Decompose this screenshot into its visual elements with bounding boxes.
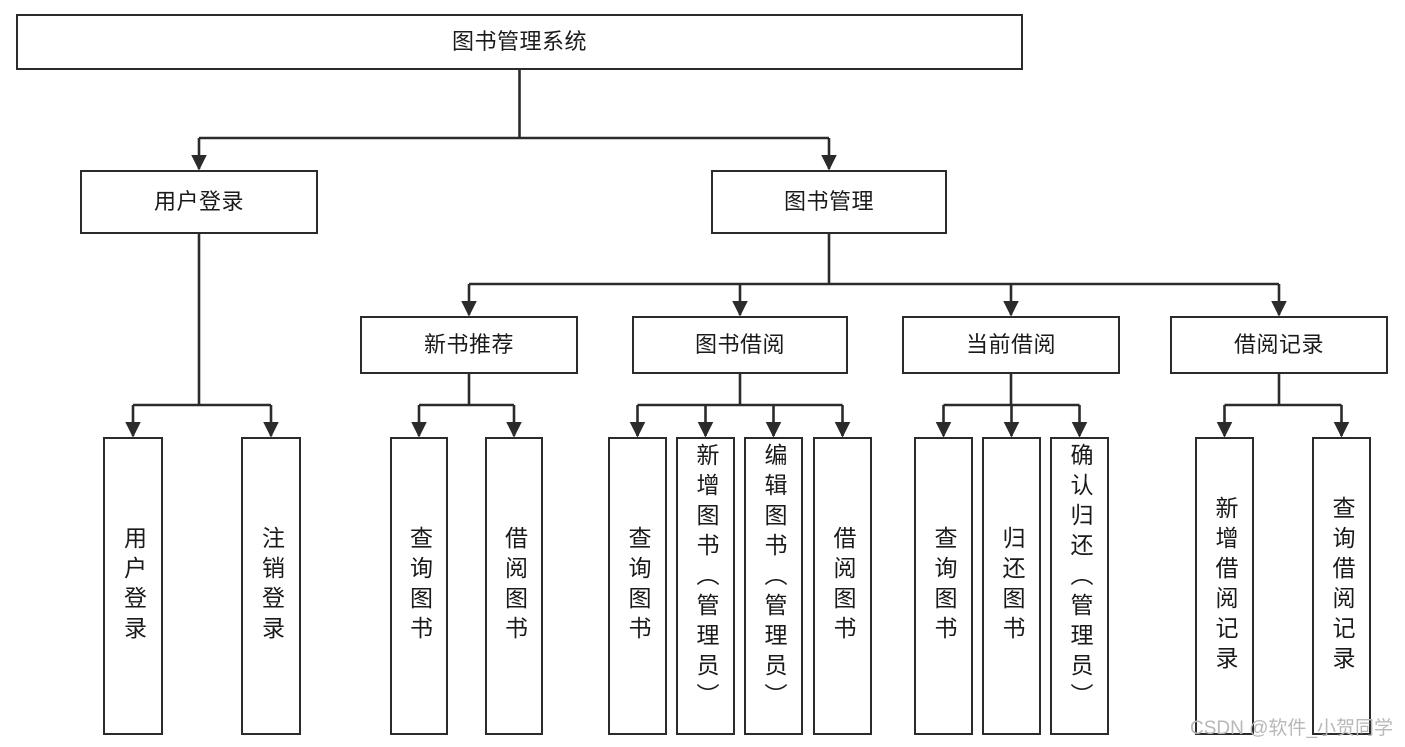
node-leaf-user-logout[interactable]: 注销登录 [241, 437, 301, 735]
node-label: 借阅图书 [501, 526, 528, 646]
node-label: 图书管理系统 [451, 29, 587, 54]
node-leaf-query-record[interactable]: 查询借阅记录 [1312, 437, 1371, 735]
node-leaf-query-book-1[interactable]: 查询图书 [390, 437, 448, 735]
node-book-manage[interactable]: 图书管理 [711, 170, 947, 234]
node-label: 新增借阅记录 [1212, 496, 1238, 676]
node-label: 确认归还（管理员） [1067, 443, 1093, 713]
node-label: 新增图书（管理员） [693, 443, 719, 713]
node-leaf-add-book[interactable]: 新增图书（管理员） [676, 437, 735, 735]
node-leaf-edit-book[interactable]: 编辑图书（管理员） [744, 437, 803, 735]
node-label: 归还图书 [999, 526, 1025, 646]
node-label: 查询图书 [406, 526, 433, 646]
node-label: 图书借阅 [694, 332, 785, 357]
node-book-borrow[interactable]: 图书借阅 [632, 316, 848, 374]
node-leaf-add-record[interactable]: 新增借阅记录 [1195, 437, 1254, 735]
node-label: 借阅图书 [830, 526, 856, 646]
node-user-login[interactable]: 用户登录 [80, 170, 318, 234]
node-label: 新书推荐 [423, 332, 514, 357]
node-leaf-query-book-3[interactable]: 查询图书 [914, 437, 973, 735]
node-leaf-borrow-book-1[interactable]: 借阅图书 [485, 437, 543, 735]
node-label: 查询图书 [625, 526, 651, 646]
node-root[interactable]: 图书管理系统 [16, 14, 1023, 70]
node-borrow-record[interactable]: 借阅记录 [1170, 316, 1388, 374]
node-label: 编辑图书（管理员） [761, 443, 787, 713]
node-label: 查询图书 [931, 526, 957, 646]
node-label: 查询借阅记录 [1329, 496, 1355, 676]
node-label: 当前借阅 [965, 332, 1056, 357]
node-label: 用户登录 [120, 526, 147, 646]
node-leaf-return-book[interactable]: 归还图书 [982, 437, 1041, 735]
node-current-borrow[interactable]: 当前借阅 [902, 316, 1120, 374]
node-new-book-rec[interactable]: 新书推荐 [360, 316, 578, 374]
node-label: 用户登录 [153, 189, 244, 214]
watermark: CSDN @软件_小贺同学 [1190, 718, 1393, 739]
node-label: 图书管理 [783, 189, 874, 214]
node-label: 借阅记录 [1233, 332, 1324, 357]
node-leaf-borrow-book-2[interactable]: 借阅图书 [813, 437, 872, 735]
node-leaf-query-book-2[interactable]: 查询图书 [608, 437, 667, 735]
node-leaf-user-login[interactable]: 用户登录 [103, 437, 163, 735]
connector-lines [125, 70, 1350, 438]
node-label: 注销登录 [258, 526, 285, 646]
node-leaf-confirm-return[interactable]: 确认归还（管理员） [1050, 437, 1109, 735]
